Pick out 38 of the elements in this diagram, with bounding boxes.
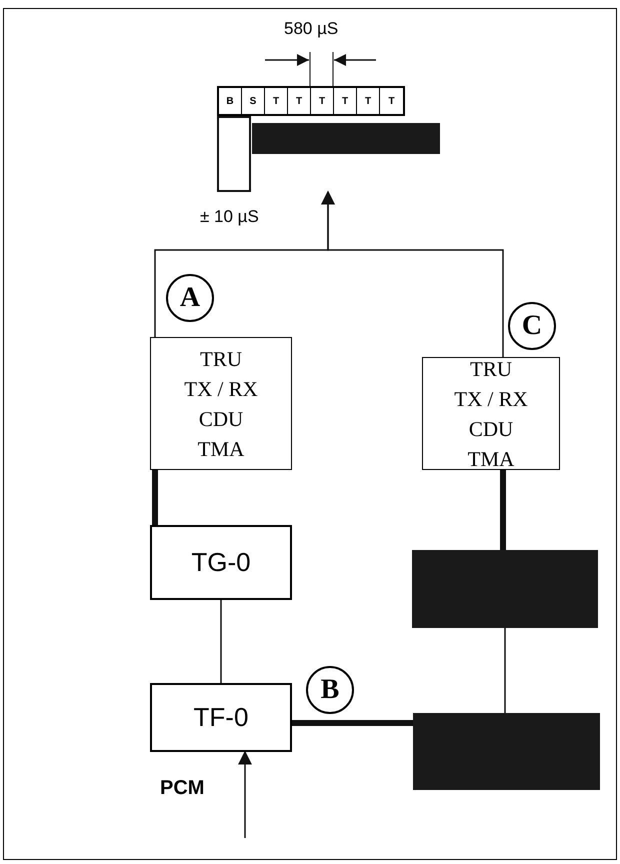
box-label: TRU (470, 356, 512, 382)
connector (220, 600, 222, 683)
edge-label: A (166, 274, 214, 322)
box-label: TRU (200, 346, 242, 372)
box-label: TF-0 (194, 701, 248, 734)
slot-letter: B (226, 94, 234, 108)
box-label: TMA (468, 446, 514, 472)
connector (292, 720, 413, 726)
filled-box (412, 550, 598, 628)
tolerance-label: ± 10 µS (200, 206, 259, 228)
connector (152, 470, 158, 525)
box-label: TG-0 (191, 546, 251, 579)
edge-label: PCM (160, 778, 204, 798)
box-label: TMA (198, 436, 244, 462)
unit-box (422, 357, 560, 470)
dimension-label: 580 µS (284, 18, 338, 40)
box-label: TX / RX (184, 376, 258, 402)
box-label: CDU (198, 406, 244, 432)
connector (321, 190, 504, 357)
process-box (150, 525, 292, 600)
slot-letter: S (250, 94, 256, 108)
slot-letter: T (388, 94, 395, 108)
slot-letter: T (318, 94, 326, 108)
box-label: CDU (468, 416, 514, 442)
connector (504, 628, 506, 713)
slot-letter: T (272, 94, 280, 108)
unit-box (150, 337, 292, 470)
frame-diagram (217, 86, 440, 192)
connector (500, 470, 506, 550)
slot-letter: T (342, 94, 348, 108)
connector (238, 750, 252, 838)
process-box (150, 683, 292, 752)
slot-letter: T (364, 94, 372, 108)
filled-box (413, 713, 600, 790)
box-label: TX / RX (454, 386, 528, 412)
edge-label: B (306, 666, 354, 714)
slot-letter: T (296, 94, 302, 108)
edge-label: C (508, 302, 556, 350)
